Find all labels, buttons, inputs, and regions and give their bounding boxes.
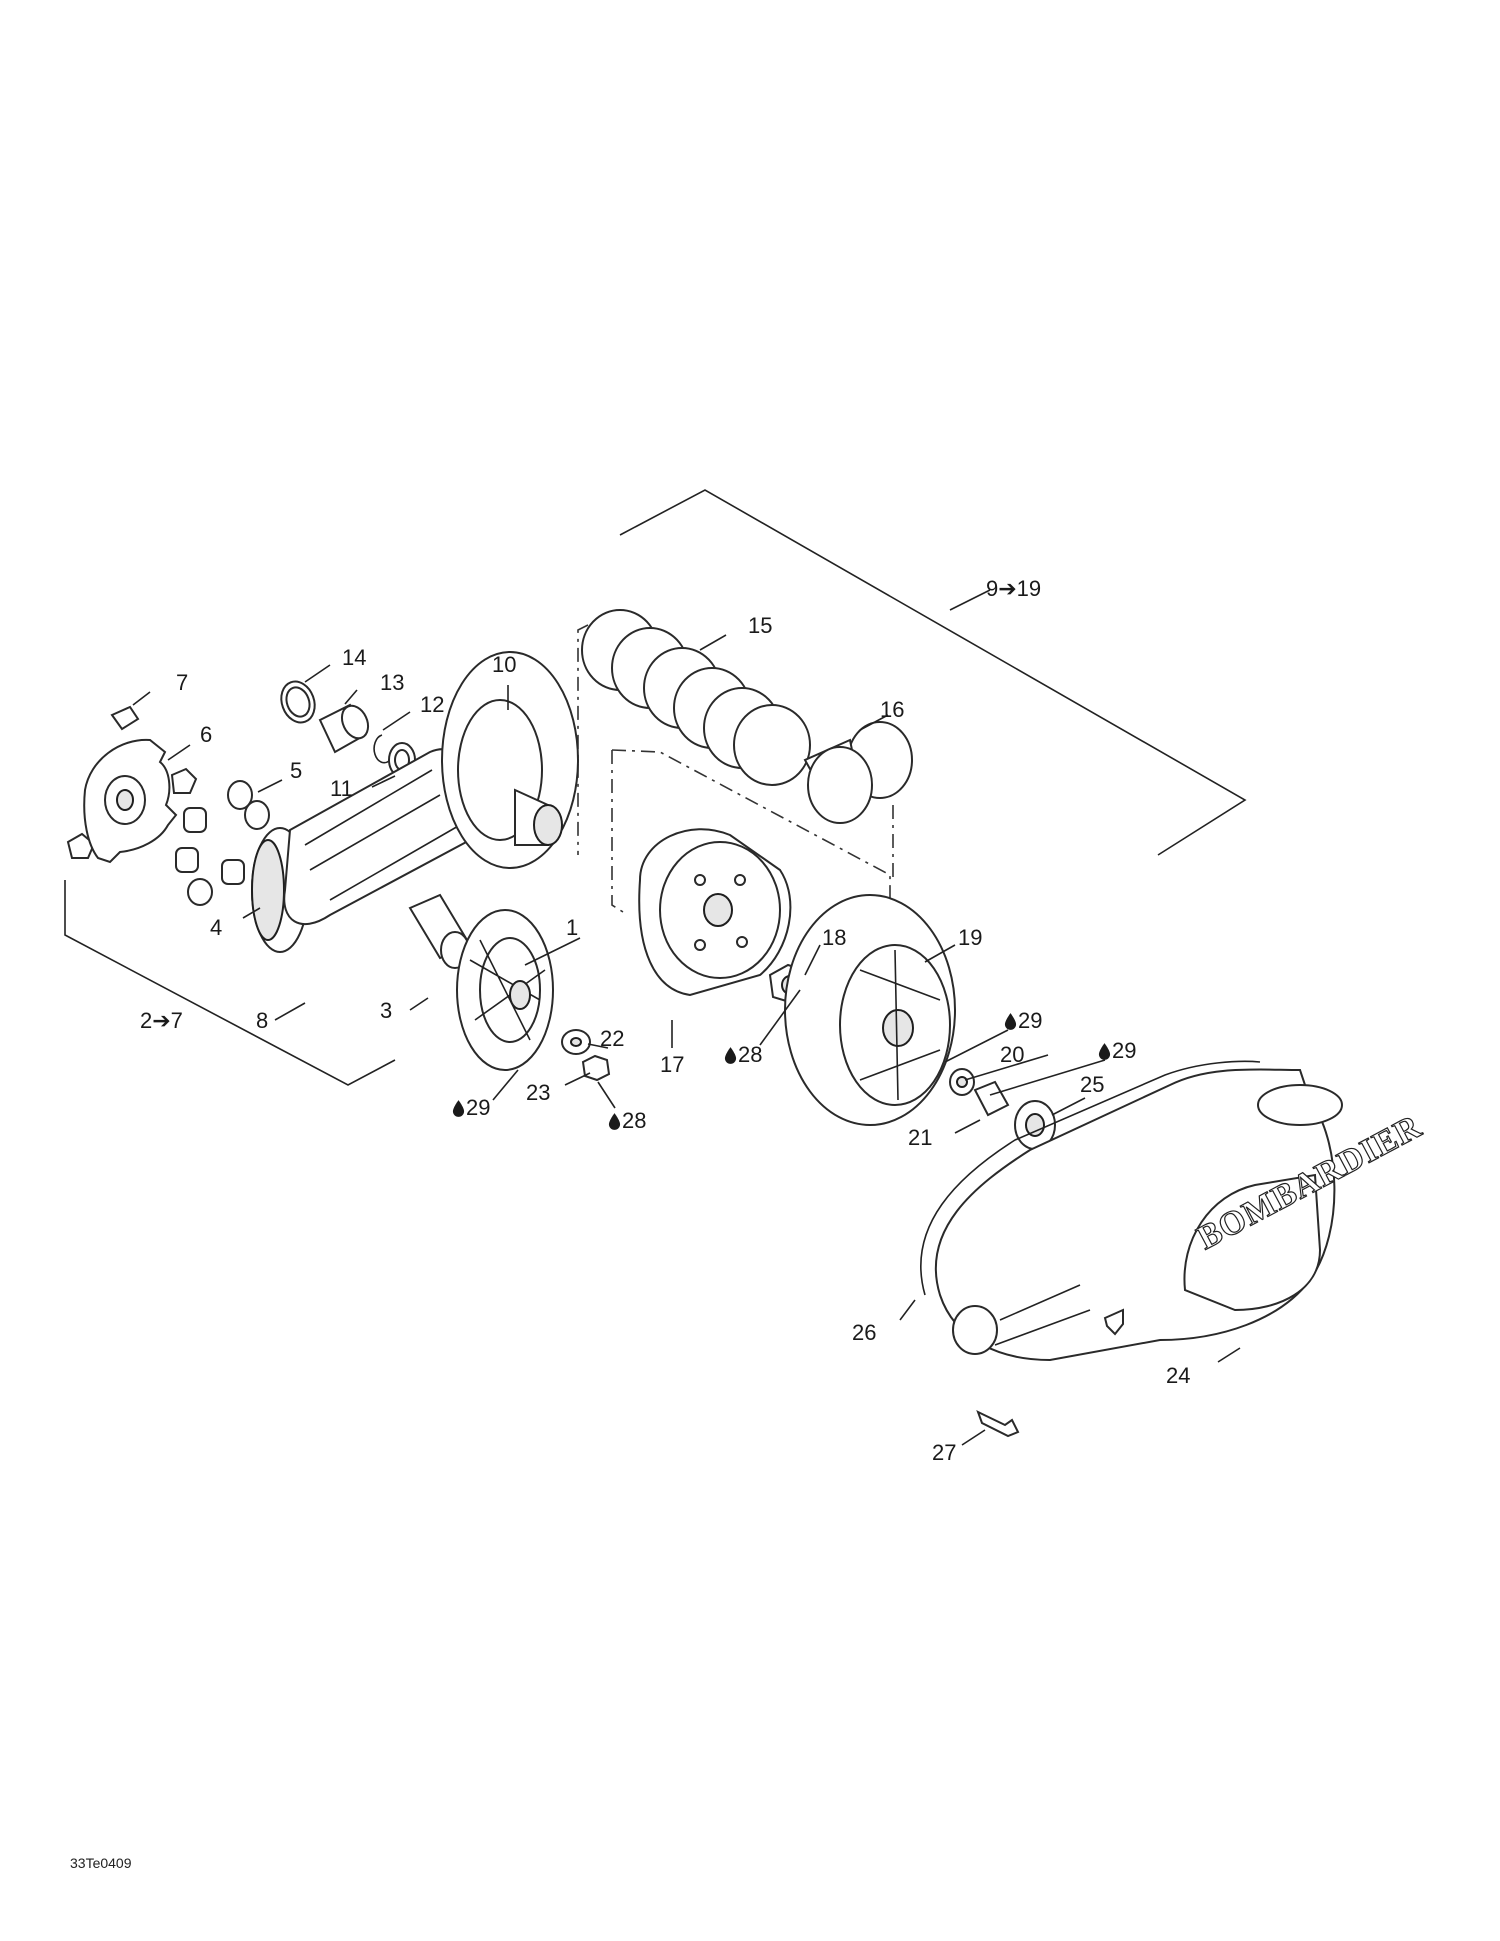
oil-drop-icon	[1098, 1043, 1111, 1060]
part-bearing-25	[1014, 1100, 1056, 1150]
part-nut-23	[581, 1054, 611, 1082]
callout-7: 7	[176, 670, 188, 695]
part-clutch-17	[638, 828, 792, 997]
group-bracket-left	[64, 880, 396, 1086]
oil-drop-icon	[452, 1100, 465, 1117]
callout-5: 5	[290, 758, 302, 783]
callout-22: 22	[600, 1026, 624, 1051]
leader-lines	[132, 634, 1241, 1446]
part-cover-24: BOMBARDIER	[934, 1068, 1428, 1362]
part-cam-plate-6	[83, 738, 198, 864]
callout-21: 21	[908, 1125, 932, 1150]
callout-11: 11	[330, 776, 353, 801]
callout-16: 16	[880, 697, 904, 722]
oil-drop-icon	[1004, 1013, 1017, 1030]
callout-6: 6	[200, 722, 212, 747]
group-label-right: 9➔19	[986, 576, 1041, 601]
callout-20: 20	[1000, 1042, 1024, 1067]
lubricant-icons	[452, 1013, 1111, 1130]
part-sleeve-16	[803, 721, 913, 824]
part-bearing-13	[318, 703, 370, 754]
callout-17: 17	[660, 1052, 684, 1077]
part-clip-12	[373, 734, 391, 764]
callout-4: 4	[210, 915, 222, 940]
part-fan-sheave-1	[456, 909, 554, 1071]
figure-code: 33Te0409	[70, 1855, 132, 1871]
callout-24: 24	[1166, 1363, 1190, 1388]
callout-10: 10	[492, 652, 516, 677]
callout-26: 26	[852, 1320, 876, 1345]
callout-23: 23	[526, 1080, 550, 1105]
oil-drop-icon	[724, 1047, 737, 1064]
callout-28-b: 28	[738, 1042, 762, 1067]
part-spring-15	[581, 609, 811, 786]
callout-14: 14	[342, 645, 366, 670]
callout-25: 25	[1080, 1072, 1104, 1097]
callout-27: 27	[932, 1440, 956, 1465]
part-washer-22	[561, 1029, 591, 1055]
part-gasket-26	[920, 1060, 1261, 1296]
part-rollers-5	[175, 780, 270, 906]
callout-19: 19	[958, 925, 982, 950]
callout-1: 1	[566, 915, 578, 940]
oil-drop-icon	[608, 1113, 621, 1130]
callout-15: 15	[748, 613, 772, 638]
callout-8: 8	[256, 1008, 268, 1033]
part-bushing-21	[973, 1080, 1010, 1117]
part-drum-19	[784, 894, 956, 1126]
part-washer-20	[949, 1068, 975, 1096]
callout-29-a: 29	[466, 1095, 490, 1120]
callout-13: 13	[380, 670, 404, 695]
callout-labels: 7 6 5 14 13 12 11 10 15 16 4 8 3 1 22 23…	[140, 576, 1190, 1465]
callout-29-b: 29	[1018, 1008, 1042, 1033]
part-slider-7	[66, 705, 140, 859]
part-driven-pulley-10	[441, 651, 579, 869]
callout-29-c: 29	[1112, 1038, 1136, 1063]
part-ring-14	[280, 680, 316, 724]
group-label-left: 2➔7	[140, 1008, 183, 1033]
callout-18: 18	[822, 925, 846, 950]
dashed-guide-lines	[577, 624, 894, 913]
callout-28-a: 28	[622, 1108, 646, 1133]
callout-3: 3	[380, 998, 392, 1023]
callout-12: 12	[420, 692, 444, 717]
part-screw-27	[976, 1410, 1020, 1438]
group-bracket-right	[619, 489, 1247, 856]
